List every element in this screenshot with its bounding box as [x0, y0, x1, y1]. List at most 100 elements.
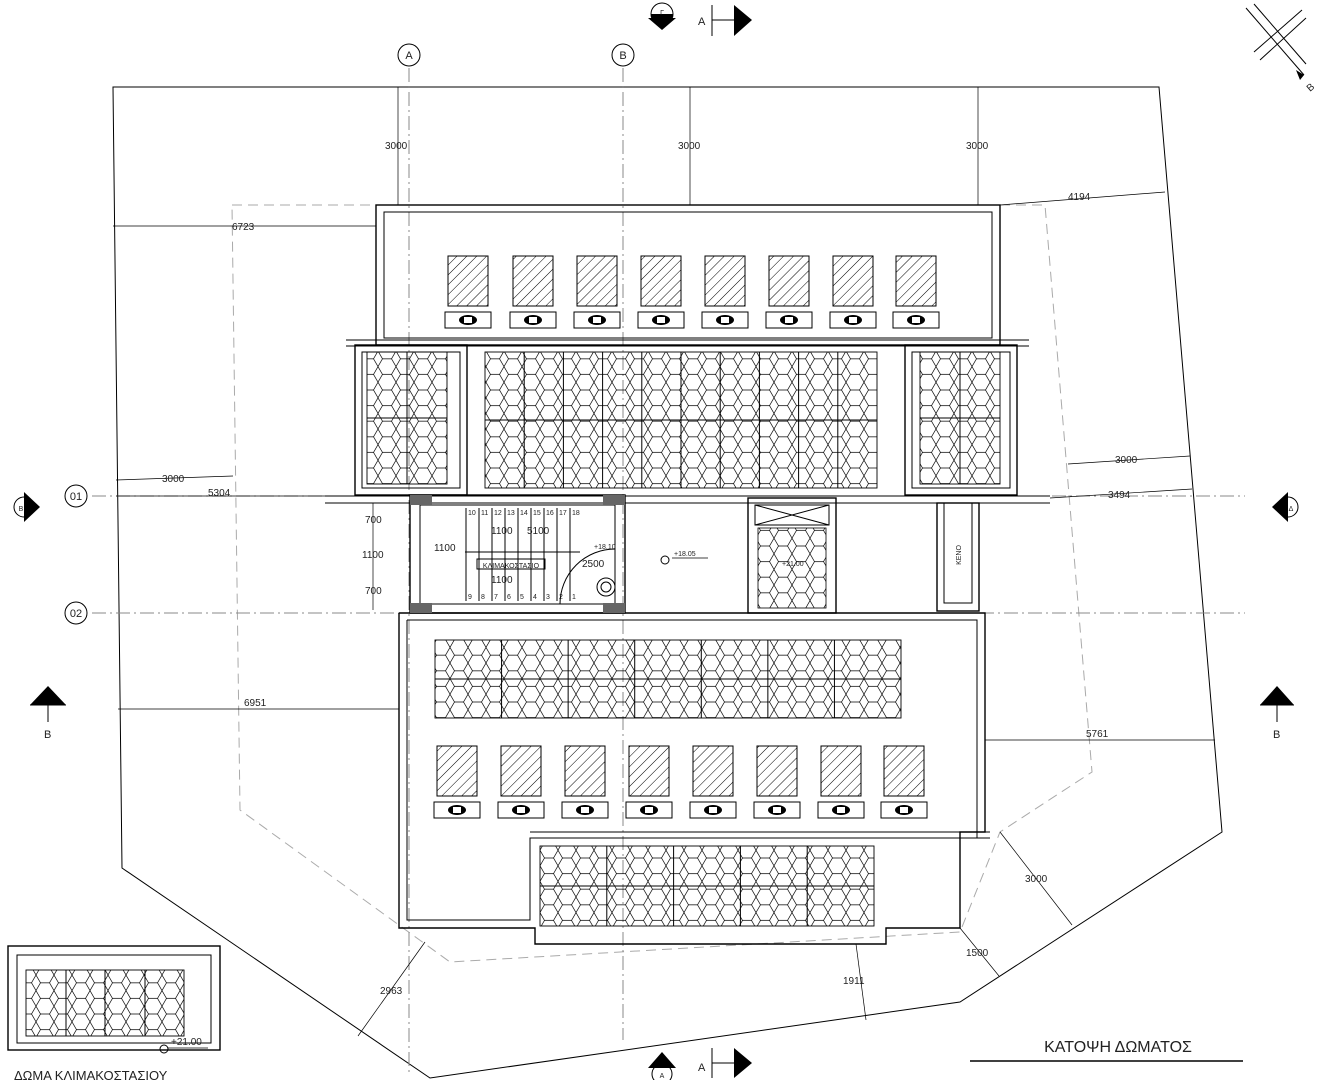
stair-step-number: 18 — [572, 510, 580, 517]
svg-text:B: B — [1273, 729, 1280, 741]
svg-text:3000: 3000 — [1115, 455, 1138, 466]
hvac-unit — [637, 255, 685, 329]
section-mark-bottom-gamma: A — [648, 1052, 676, 1080]
drawing-title: ΚΑΤΟΨΗ ΔΩΜΑΤΟΣ — [1044, 1039, 1192, 1056]
svg-text:3000: 3000 — [385, 141, 408, 152]
north-wing-outer — [375, 204, 1001, 346]
hvac-unit — [573, 255, 621, 329]
svg-text:5100: 5100 — [527, 526, 550, 537]
svg-text:A: A — [698, 16, 706, 28]
section-mark-top-gamma: Γ — [648, 2, 676, 30]
stair-step-number: 6 — [507, 594, 511, 601]
hvac-unit — [765, 255, 813, 329]
hvac-unit — [444, 255, 492, 329]
svg-text:3000: 3000 — [162, 474, 185, 485]
svg-text:+18.05: +18.05 — [674, 551, 696, 558]
svg-text:3000: 3000 — [966, 141, 989, 152]
hvac-unit — [561, 745, 609, 819]
stair-step-number: 2 — [559, 594, 563, 601]
stair-step-number: 17 — [559, 510, 567, 517]
svg-text:5761: 5761 — [1086, 729, 1109, 740]
section-mark-right-b: B — [1260, 686, 1294, 741]
stair-roof-title: ΔΩΜΑ ΚΛΙΜΑΚΟΣΤΑΣΙΟΥ — [14, 1068, 168, 1080]
hvac-unit — [753, 745, 801, 819]
stair-step-number: 3 — [546, 594, 550, 601]
svg-text:5304: 5304 — [208, 488, 231, 499]
dimension-lines: 3000 3000 3000 4194 6723 3000 5304 3000 … — [113, 87, 1215, 1037]
svg-text:1100: 1100 — [491, 526, 513, 537]
stair-step-number: 15 — [533, 510, 541, 517]
grid-bubble-02: 02 — [64, 601, 88, 625]
section-mark-left-beta: B — [13, 492, 40, 522]
east-parapet-box — [904, 344, 1018, 496]
roof-hatch-tiles — [757, 527, 827, 609]
svg-text:+21.00: +21.00 — [782, 561, 804, 568]
section-mark-bottom-a: A — [698, 1048, 752, 1078]
setback-line — [231, 204, 1093, 963]
section-mark-right-delta: Δ — [1272, 492, 1299, 522]
svg-text:ΚΛΙΜΑΚΟΣΤΑΣΙΟ: ΚΛΙΜΑΚΟΣΤΑΣΙΟ — [483, 563, 540, 570]
stair-step-number: 10 — [468, 510, 476, 517]
section-mark-left-b: B — [30, 686, 66, 741]
stair-step-number: 11 — [481, 510, 488, 517]
stair-step-number: 12 — [494, 510, 502, 517]
svg-text:A: A — [405, 50, 413, 62]
hvac-unit — [892, 255, 940, 329]
svg-text:02: 02 — [70, 608, 82, 620]
hvac-unit — [689, 745, 737, 819]
section-mark-top-a: A — [698, 5, 752, 36]
grid-bubble-01: 01 — [64, 484, 88, 508]
svg-text:Δ: Δ — [1289, 506, 1294, 513]
hvac-unit — [433, 745, 481, 819]
stair-step-number: 13 — [507, 510, 515, 517]
svg-text:1100: 1100 — [491, 575, 513, 586]
north-arrow-icon: B — [1245, 3, 1317, 94]
stair-step-number: 14 — [520, 510, 528, 517]
stair-step-number: 7 — [494, 594, 498, 601]
south-wing-outer — [398, 612, 986, 945]
stair-step-number: 9 — [468, 594, 472, 601]
roof-hatch-box — [747, 497, 837, 614]
roof-level-mark: +18.05 — [660, 551, 708, 565]
svg-text:Γ: Γ — [660, 10, 664, 17]
hvac-unit — [497, 745, 545, 819]
svg-text:A: A — [698, 1062, 706, 1074]
svg-text:1100: 1100 — [362, 550, 384, 561]
hvac-unit — [817, 745, 865, 819]
stair-step-number: 5 — [520, 594, 524, 601]
svg-text:1500: 1500 — [966, 948, 989, 959]
svg-text:2500: 2500 — [582, 559, 605, 570]
svg-text:2963: 2963 — [380, 986, 403, 997]
north-wing-inner — [383, 211, 993, 339]
plot-boundary — [112, 86, 1223, 1079]
svg-text:+21.00: +21.00 — [171, 1037, 202, 1048]
svg-text:3000: 3000 — [1025, 874, 1048, 885]
svg-text:3494: 3494 — [1108, 490, 1131, 501]
stair-step-number: 1 — [572, 594, 576, 601]
svg-text:A: A — [660, 1073, 665, 1080]
svg-text:B: B — [19, 506, 24, 513]
stair-step-number: 16 — [546, 510, 554, 517]
svg-text:B: B — [44, 729, 51, 741]
svg-text:700: 700 — [365, 586, 382, 597]
stair-step-number: 8 — [481, 594, 485, 601]
svg-text:B: B — [1305, 81, 1317, 94]
svg-text:1100: 1100 — [434, 543, 456, 554]
grid-bubble-a: A — [397, 43, 421, 67]
hvac-unit — [625, 745, 673, 819]
svg-text:B: B — [619, 50, 626, 62]
hvac-unit — [880, 745, 928, 819]
svg-text:3000: 3000 — [678, 141, 701, 152]
grid-bubble-b: B — [611, 43, 635, 67]
hvac-unit — [829, 255, 877, 329]
svg-text:6951: 6951 — [244, 698, 267, 709]
svg-text:01: 01 — [70, 491, 82, 503]
hvac-unit — [701, 255, 749, 329]
svg-text:4194: 4194 — [1068, 192, 1091, 203]
svg-text:ΚΕΝΟ: ΚΕΝΟ — [956, 545, 963, 565]
svg-text:1911: 1911 — [843, 976, 865, 987]
svg-text:+18.10: +18.10 — [594, 544, 616, 551]
svg-text:700: 700 — [365, 515, 382, 526]
